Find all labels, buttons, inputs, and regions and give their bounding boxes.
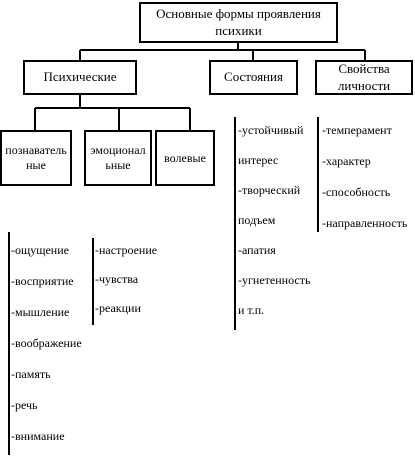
states-list-item: -апатия: [238, 243, 276, 257]
cognitive-list: -ощущение -восприятие -мышление -воображени…: [11, 243, 101, 458]
states-label: Состояния: [224, 69, 283, 85]
states-list-item: -творческий: [238, 183, 301, 197]
cognitive-list-item: -внимание: [11, 429, 65, 443]
traits-box: Свойства личности: [315, 60, 413, 95]
states-list-item: и т.п.: [238, 303, 265, 317]
mental-box: Психические: [23, 60, 137, 95]
emotional-label: эмоционал ьные: [90, 143, 146, 172]
emotional-list-item: -настроение: [95, 243, 158, 257]
cognitive-list-item: -память: [11, 367, 51, 381]
cognitive-list-item: -мышление: [11, 305, 70, 319]
traits-list-item: -характер: [322, 154, 371, 168]
cognitive-list-item: -воображение: [11, 336, 82, 350]
cognitive-label: познаватель ные: [5, 143, 67, 172]
traits-list: -темперамент -характер -способность -направ…: [322, 123, 412, 243]
emotional-list-item: -реакции: [95, 301, 141, 315]
traits-label: Свойства личности: [337, 61, 391, 93]
root-label: Основные формы проявления психики: [156, 6, 321, 38]
cognitive-box: познаватель ные: [0, 130, 72, 186]
cognitive-list-item: -речь: [11, 398, 38, 412]
traits-list-item: -способность: [322, 185, 391, 199]
root-box: Основные формы проявления психики: [139, 2, 338, 43]
states-list: -устойчивый интерес -творческий подъем -апат…: [238, 123, 333, 338]
cognitive-list-item: -восприятие: [11, 274, 74, 288]
traits-list-item: -темперамент: [322, 123, 392, 137]
states-list-item: интерес: [238, 153, 279, 167]
cognitive-list-item: -ощущение: [11, 243, 69, 257]
emotional-list: -настроение -чувства -реакции: [95, 243, 175, 333]
volitional-box: волевые: [155, 130, 215, 186]
emotional-box: эмоционал ьные: [84, 130, 152, 186]
states-list-item: подъем: [238, 213, 276, 227]
states-box: Состояния: [209, 60, 298, 95]
states-list-item: -устойчивый: [238, 123, 304, 137]
mental-label: Психические: [43, 69, 117, 85]
traits-list-item: -направленность: [322, 216, 408, 230]
emotional-list-item: -чувства: [95, 272, 139, 286]
states-list-item: -угнетенность: [238, 273, 311, 287]
volitional-label: волевые: [164, 150, 206, 165]
